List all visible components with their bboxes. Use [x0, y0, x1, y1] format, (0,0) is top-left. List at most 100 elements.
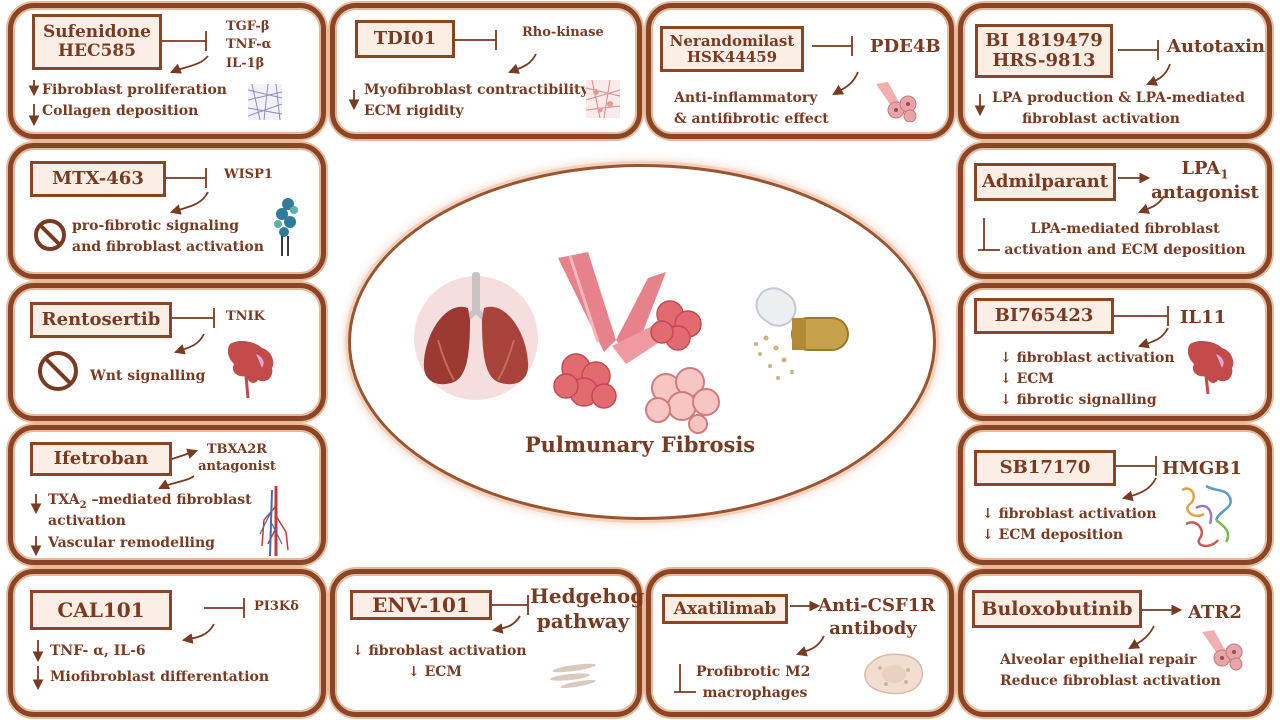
drug-box-env101: ENV-101: [350, 590, 492, 620]
drug-box-cal101: CAL101: [30, 590, 172, 630]
effect-fibroblast-activation: and fibroblast activation: [72, 239, 264, 255]
effect-pro-fibrotic-signaling: pro-fibrotic signaling: [72, 218, 240, 234]
protein-icon: [274, 198, 298, 256]
drug-name: ENV-101: [372, 593, 470, 617]
target-tnfa: TNF-α: [226, 37, 272, 52]
effect-fibroblast-activation: ↓ fibroblast activation: [1000, 350, 1175, 366]
target-pde4b: PDE4B: [870, 36, 941, 57]
cell-icon: [550, 663, 596, 688]
bronchi-alveoli-icon: [876, 82, 917, 122]
drug-name: MTX-463: [52, 168, 144, 190]
effect-antifibrotic: & antifibrotic effect: [674, 111, 829, 127]
target-tbxa2r: TBXA2R antagonist: [196, 442, 278, 476]
effect-alveolar-epithelial-repair: Alveolar epithelial repair: [1000, 652, 1197, 668]
drug-box-bi765423: BI765423: [974, 298, 1114, 334]
effect-ecm: ↓ ECM: [1000, 371, 1054, 387]
target-anti-csf1r-name: Anti-CSF1R: [818, 595, 936, 616]
target-tbxa2r-name: TBXA2R: [206, 442, 268, 457]
target-wisp1: WISP1: [224, 167, 273, 182]
effect-tnf-il6: TNF- α, IL-6: [50, 643, 146, 659]
drug-name-line1: BI 1819479: [985, 30, 1103, 52]
drug-name-line2: HSK44459: [686, 48, 778, 66]
drug-box-buloxobutinib: Buloxobutinib: [972, 590, 1142, 628]
drug-name-line1: Nerandomilast: [669, 31, 795, 50]
protein-icon: [227, 341, 274, 399]
panel-sb17170: [958, 425, 1272, 565]
drug-name: Rentosertib: [41, 309, 161, 331]
fibers-icon: [586, 80, 620, 118]
effect-myofibroblast-contractibility: Myofibroblast contractibility: [364, 82, 589, 98]
target-lpa-subscript: 1: [1220, 167, 1229, 182]
drug-box-sufenidone: Sufenidone HEC585: [32, 14, 162, 70]
drug-name: BI765423: [994, 305, 1094, 327]
target-atr2: ATR2: [1188, 602, 1242, 623]
drug-box-bi1819479: BI 1819479 HRS-9813: [975, 24, 1113, 78]
drug-box-admilparant: Admilparant: [974, 163, 1116, 201]
effect-profibrotic-m2: Profibrotic M2: [696, 664, 811, 680]
target-pi3k: PI3Kδ: [254, 599, 299, 614]
drug-box-rentosertib: Rentosertib: [30, 302, 172, 338]
drug-box-mtx463: MTX-463: [30, 161, 166, 197]
target-tgfb: TGF-β: [226, 19, 270, 34]
drug-name: Axatilimab: [673, 598, 777, 619]
effect-fibroblast-activation: ↓ fibroblast activation: [352, 643, 527, 659]
target-anti-csf1r: Anti-CSF1R antibody: [818, 594, 935, 641]
drug-box-ifetroban: Ifetroban: [30, 442, 172, 476]
effect-anti-inflammatory: Anti-inflammatory: [674, 90, 818, 106]
effect-ecm-deposition: ↓ ECM deposition: [982, 527, 1124, 543]
drug-name: SB17170: [999, 457, 1091, 479]
fibers-icon: [248, 84, 282, 120]
lungs-icon: [414, 272, 538, 400]
target-il11: IL11: [1180, 307, 1227, 328]
protein-icon: [1181, 484, 1232, 548]
target-tnik: TNIK: [226, 309, 265, 324]
target-rho-kinase: Rho-kinase: [522, 25, 604, 40]
target-lpa1-antagonist: LPA1 antagonist: [1150, 158, 1260, 204]
target-il1b: IL-1β: [226, 56, 265, 71]
drug-box-sb17170: SB17170: [974, 450, 1116, 486]
target-antagonist: antagonist: [198, 458, 276, 474]
drug-name-line2: HRS-9813: [992, 50, 1096, 71]
effect-txa: TXA: [48, 492, 80, 508]
effect-ecm-deposition: activation and ECM deposition: [1004, 242, 1246, 258]
protein-icon: [1187, 341, 1234, 395]
drug-name: Admilparant: [981, 171, 1109, 193]
bronchi-alveoli-icon: [553, 252, 720, 434]
drug-name: Buloxobutinib: [981, 597, 1133, 620]
cell-icon: [864, 653, 924, 695]
effect-wnt-signalling: Wnt signalling: [90, 368, 206, 384]
drug-name-line1: Sufenidone: [43, 22, 151, 43]
effect-txa-subscript: 2: [79, 499, 87, 511]
capsule-icon: [754, 287, 849, 380]
drug-name: CAL101: [57, 598, 145, 622]
effect-fibroblast-proliferation: Fibroblast proliferation: [42, 82, 227, 98]
target-hedgehog: Hedgehog: [530, 584, 645, 608]
target-antagonist: antagonist: [1151, 181, 1259, 203]
target-hmgb1: HMGB1: [1162, 458, 1243, 479]
effect-reduce-fibroblast-activation: Reduce fibroblast activation: [1000, 673, 1221, 689]
target-autotaxin: Autotaxin: [1167, 36, 1266, 57]
effect-ecm-rigidity: ECM rigidity: [364, 103, 464, 119]
bronchi-alveoli-icon: [1202, 630, 1243, 671]
effect-fibroblast-activation: fibroblast activation: [1022, 111, 1180, 127]
effect-macrophages: macrophages: [702, 685, 808, 701]
effect-activation: activation: [48, 513, 126, 529]
effect-ecm: ↓ ECM: [408, 664, 462, 680]
effect-fibrotic-signalling: ↓ fibrotic signalling: [1000, 392, 1157, 408]
drug-name: Ifetroban: [53, 448, 149, 470]
target-pathway: pathway: [536, 609, 630, 633]
target-lpa: LPA: [1181, 158, 1221, 179]
drug-box-axatilimab: Axatilimab: [662, 594, 788, 624]
vessel-icon: [259, 486, 289, 556]
drug-name: TDI01: [373, 28, 437, 50]
effect-mediated-fibroblast: –mediated fibroblast: [86, 492, 252, 508]
effect-lpa-production: LPA production & LPA-mediated: [992, 90, 1245, 106]
effect-fibroblast-activation: ↓ fibroblast activation: [982, 506, 1157, 522]
effect-txa2-mediated: TXA2 –mediated fibroblast: [48, 490, 252, 513]
drug-box-tdi01: TDI01: [355, 20, 455, 58]
target-hedgehog-pathway: Hedgehog pathway: [530, 584, 644, 634]
center-title: Pulmunary Fibrosis: [524, 432, 756, 457]
effect-miofibroblast-differentation: Miofibroblast differentation: [50, 669, 270, 685]
target-antibody: antibody: [829, 618, 917, 640]
effect-lpa-mediated: LPA-mediated fibroblast: [1030, 221, 1220, 237]
